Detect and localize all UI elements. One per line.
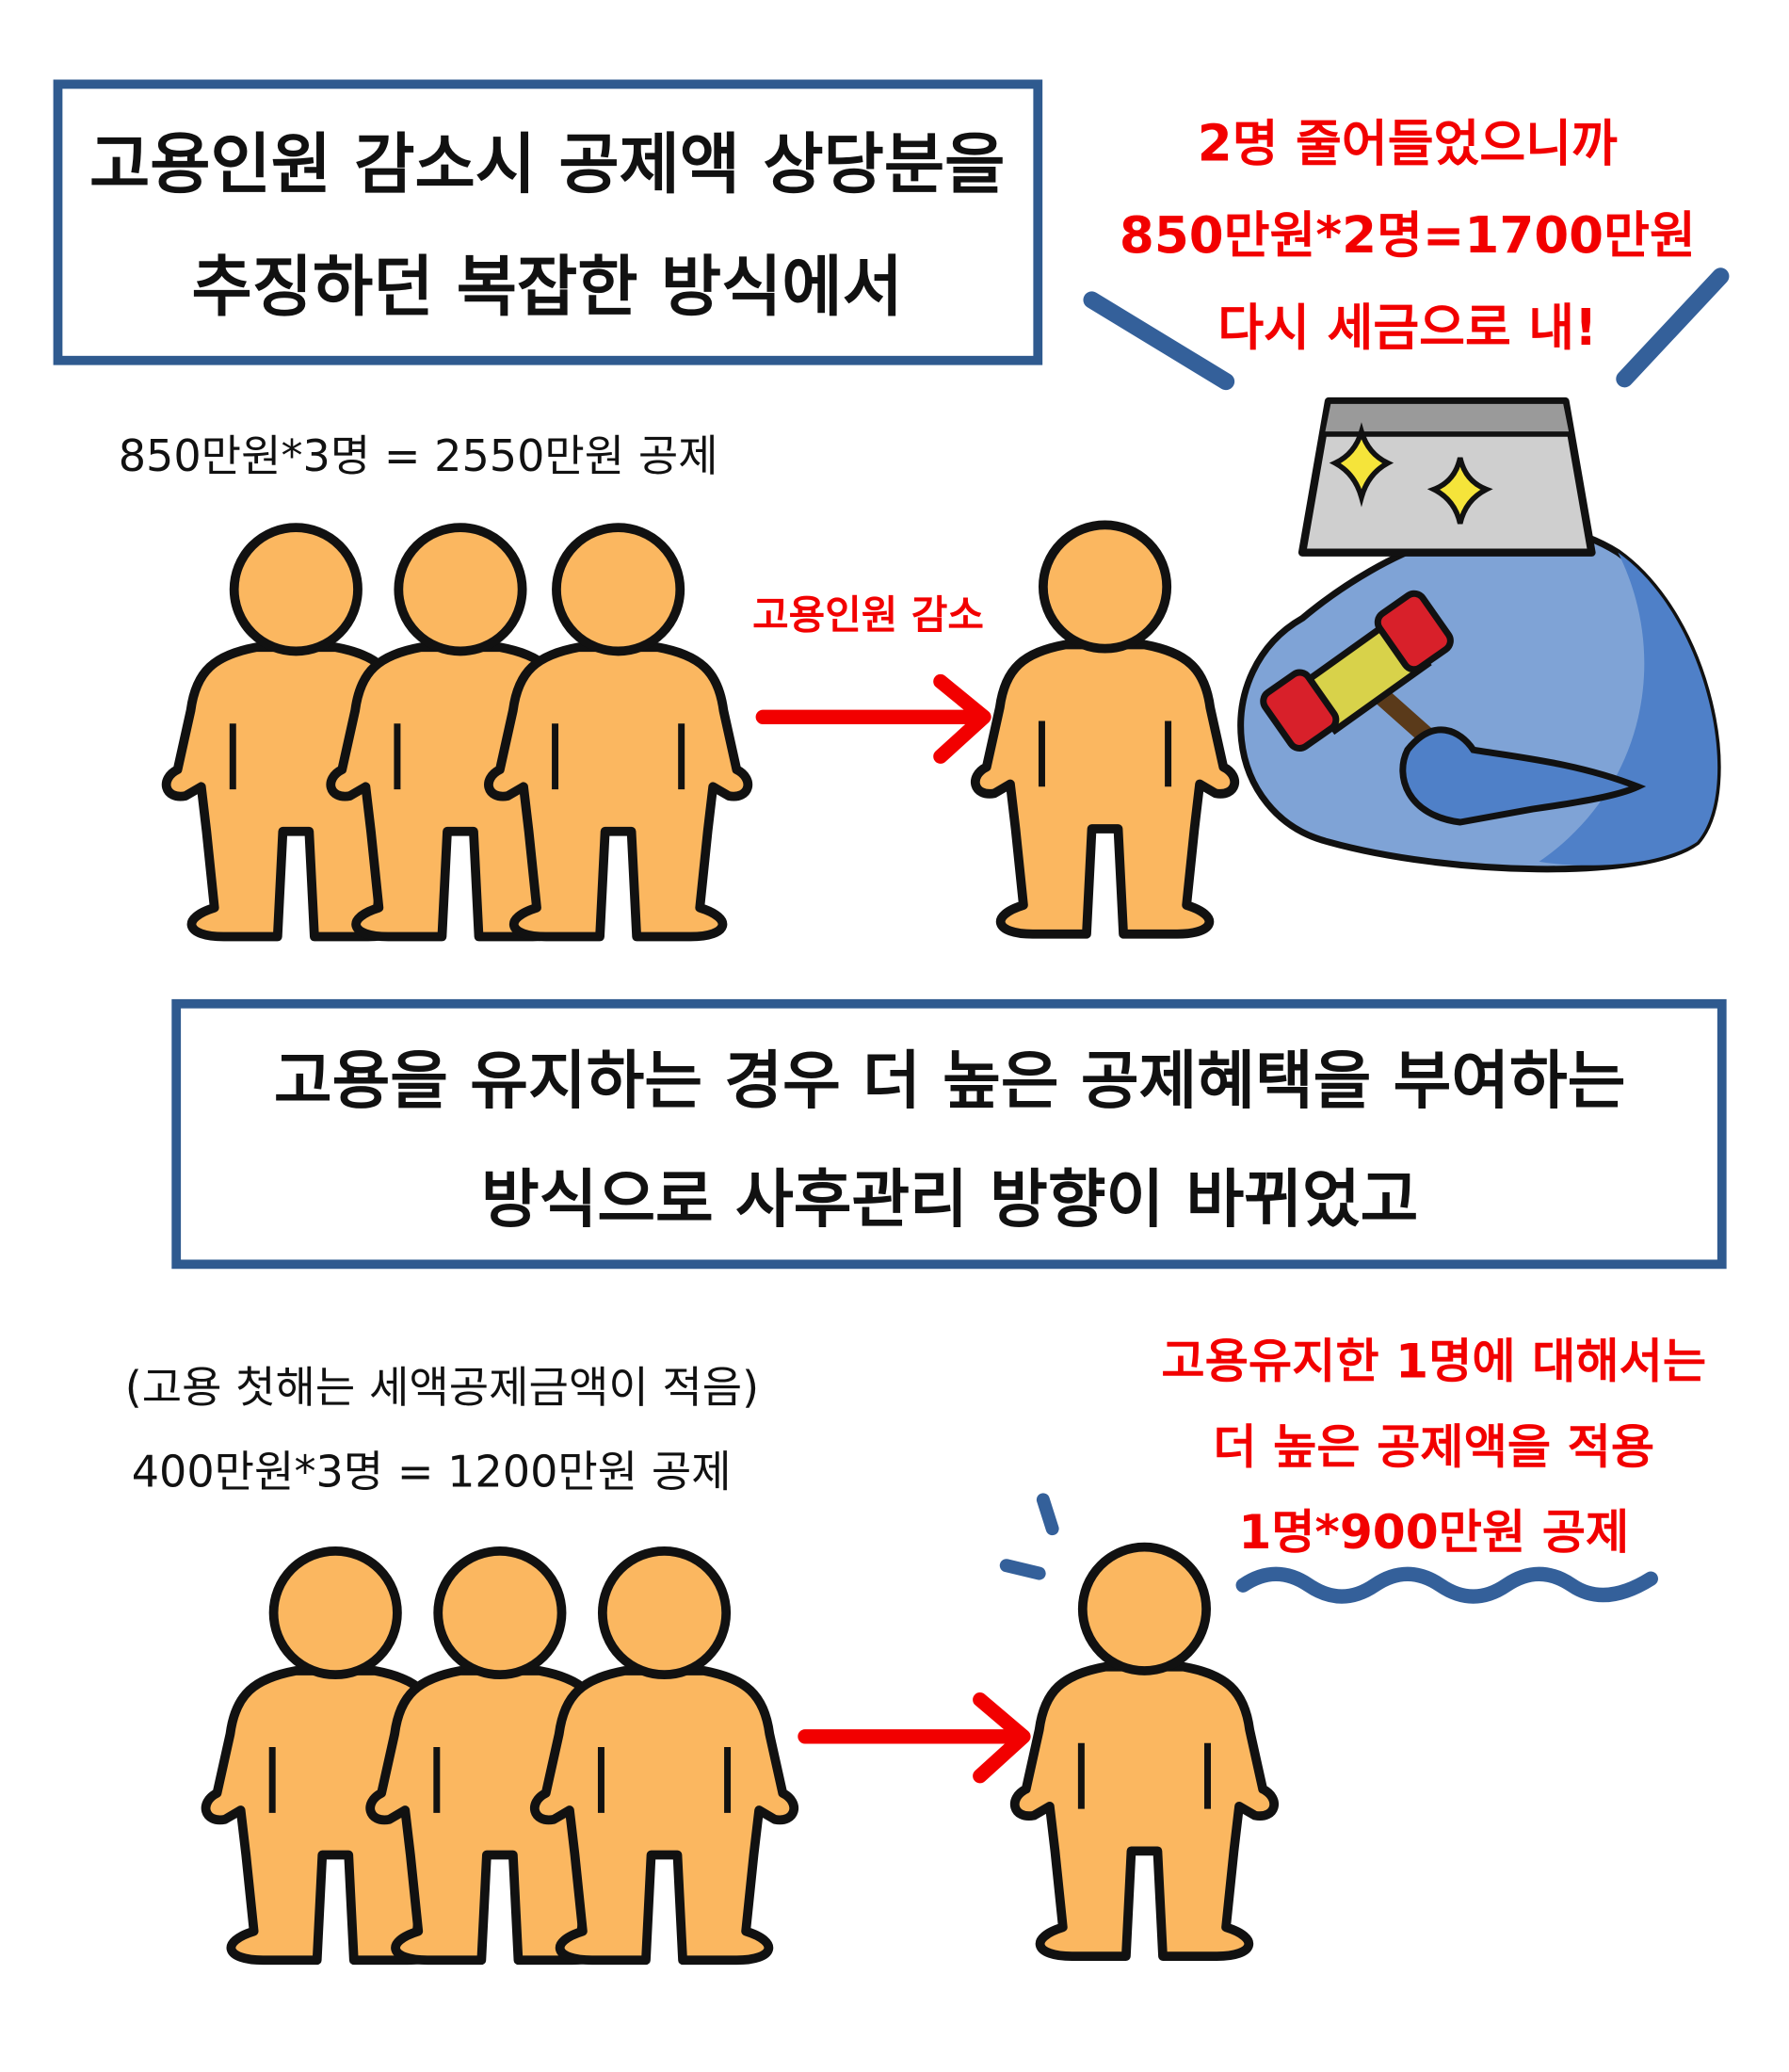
judge-speech-line-2: 850만원*2명=1700만원: [1120, 206, 1696, 265]
judge-speech-line-3: 다시 세금으로 내!: [1217, 299, 1597, 357]
bottom-caption-line-2: 방식으로 사후관리 방향이 바뀌었고: [481, 1162, 1418, 1236]
result-line-3: 1명*900만원 공제: [1238, 1504, 1629, 1560]
arrow-label: 고용인원 감소: [752, 592, 984, 639]
top-people-group: [167, 527, 749, 936]
result-line-2: 더 높은 공제액을 적용: [1213, 1418, 1654, 1474]
result-line-1: 고용유지한 1명에 대해서는: [1161, 1333, 1706, 1388]
bottom-people-group: [206, 1551, 795, 1960]
person-icon: [1015, 1547, 1274, 1956]
wavy-underline: [1235, 1566, 1658, 1604]
first-year-note: (고용 첫해는 세액공제금액이 적음): [125, 1362, 759, 1413]
bottom-calc-text: 400만원*3명 = 1200만원 공제: [132, 1446, 732, 1497]
top-caption-box: [53, 79, 1043, 365]
top-caption-line-1: 고용인원 감소시 공제액 상당분을: [89, 126, 1005, 202]
bottom-caption-line-1: 고용을 유지하는 경우 더 높은 공제혜택을 부여하는: [274, 1044, 1626, 1118]
person-icon: [975, 525, 1234, 933]
top-calc-text: 850만원*3명 = 2550만원 공제: [119, 430, 718, 481]
arrow-right-icon: [798, 1692, 1031, 1784]
judge-speech-line-1: 2명 줄어들었으니까: [1198, 114, 1618, 172]
surprise-marks: [999, 1493, 1059, 1580]
top-caption-line-2: 추징하던 복잡한 방식에서: [192, 249, 903, 325]
judge-illustration: [1237, 397, 1721, 873]
emphasis-stroke: [1616, 267, 1730, 388]
sparkle-eye-icon: [1329, 422, 1394, 508]
bottom-caption-box: [171, 998, 1727, 1270]
arrow-right-icon: [755, 673, 991, 764]
emphasis-stroke: [1083, 291, 1235, 391]
sparkle-eye-icon: [1426, 457, 1493, 525]
gavel-icon: [1260, 590, 1454, 753]
